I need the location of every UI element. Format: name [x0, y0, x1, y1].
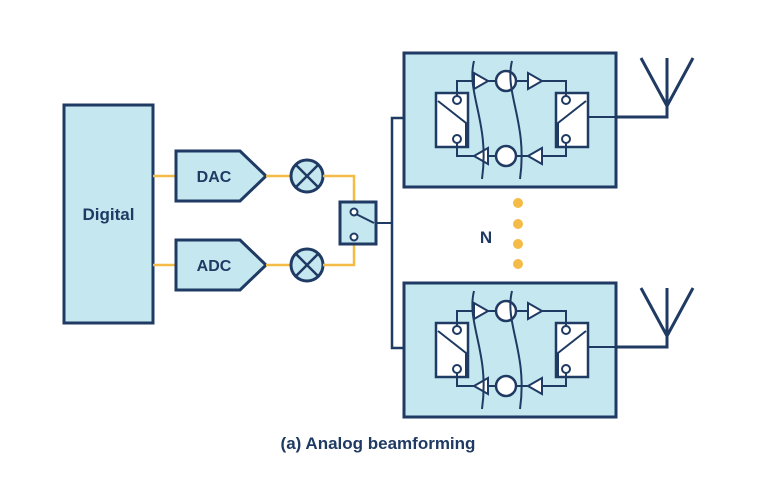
digital-label: Digital [83, 205, 135, 224]
figure-caption: (a) Analog beamforming [281, 434, 476, 453]
mixer-icon [289, 247, 325, 283]
digital-block: Digital [62, 103, 155, 325]
adc-label: ADC [197, 258, 232, 275]
mixer-icon [289, 158, 325, 194]
ellipsis-dots-icon [513, 198, 523, 269]
adc-block: ADC [174, 238, 269, 292]
rf-module-bottom [402, 281, 618, 419]
antenna-icon [639, 56, 695, 108]
array-count-label: N [480, 228, 492, 247]
antenna-icon [639, 286, 695, 338]
dac-block: DAC [174, 149, 269, 203]
dac-label: DAC [197, 169, 232, 186]
rf-module-top [402, 51, 618, 189]
switch-icon [338, 200, 392, 246]
